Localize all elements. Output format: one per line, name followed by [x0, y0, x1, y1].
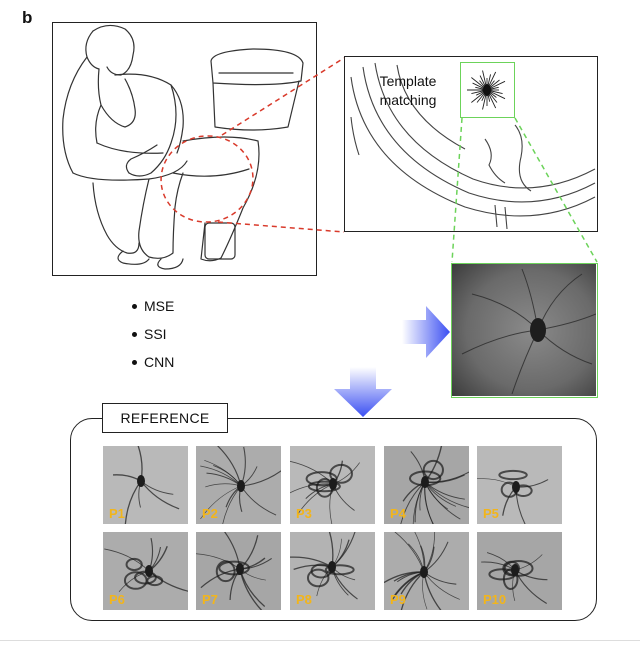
reference-thumbnail: P10 — [477, 532, 562, 610]
reference-title: REFERENCE — [102, 403, 228, 433]
template-box — [460, 62, 515, 118]
zoomed-bowl-illustration — [350, 62, 596, 230]
reference-label: P7 — [202, 592, 218, 607]
reference-label: P2 — [202, 506, 218, 521]
metric-label: SSI — [144, 326, 167, 342]
template-star-icon — [467, 70, 506, 110]
reference-texture — [103, 532, 188, 610]
reference-thumbnail: P7 — [196, 532, 281, 610]
reference-label: P9 — [390, 592, 406, 607]
template-matching-line-2: matching — [379, 92, 437, 108]
reference-texture — [477, 532, 562, 610]
metric-item: CNN — [132, 348, 174, 376]
matched-region-image — [451, 263, 598, 398]
reference-thumbnail: P1 — [103, 446, 188, 524]
right-arrow-icon — [402, 306, 450, 358]
reference-thumbnail: P5 — [477, 446, 562, 524]
reference-label: P4 — [390, 506, 406, 521]
reference-texture — [196, 532, 281, 610]
reference-texture — [196, 446, 281, 524]
reference-texture — [290, 532, 375, 610]
bullet-icon — [132, 359, 137, 365]
panel-letter: b — [22, 8, 33, 27]
reference-thumbnail: P6 — [103, 532, 188, 610]
reference-texture — [290, 446, 375, 524]
reference-thumbnail: P2 — [196, 446, 281, 524]
bullet-icon — [132, 303, 137, 309]
person-on-toilet-illustration — [62, 24, 304, 270]
reference-box — [70, 418, 597, 621]
reference-texture — [477, 446, 562, 524]
metric-item: SSI — [132, 320, 174, 348]
reference-label: P8 — [296, 592, 312, 607]
metric-item: MSE — [132, 292, 174, 320]
reference-label: P5 — [483, 506, 499, 521]
metric-label: MSE — [144, 298, 175, 314]
down-arrow-icon — [334, 367, 392, 417]
reference-thumbnail: P4 — [384, 446, 469, 524]
reference-label: P10 — [483, 592, 507, 607]
reference-label: P3 — [296, 506, 312, 521]
template-matching-label: Template matching — [356, 72, 460, 110]
reference-texture — [384, 532, 469, 610]
metrics-list: MSE SSI CNN — [132, 292, 174, 376]
reference-thumbnail: P3 — [290, 446, 375, 524]
reference-thumbnail: P8 — [290, 532, 375, 610]
matched-region-texture — [452, 264, 597, 396]
reference-texture — [384, 446, 469, 524]
bottom-divider — [0, 640, 640, 641]
reference-label: P1 — [109, 506, 125, 521]
reference-texture — [103, 446, 188, 524]
metric-label: CNN — [144, 354, 175, 370]
reference-label: P6 — [109, 592, 125, 607]
reference-thumbnail: P9 — [384, 532, 469, 610]
bullet-icon — [132, 331, 137, 337]
illustration-frame — [52, 22, 317, 276]
template-matching-line-1: Template — [379, 73, 437, 89]
